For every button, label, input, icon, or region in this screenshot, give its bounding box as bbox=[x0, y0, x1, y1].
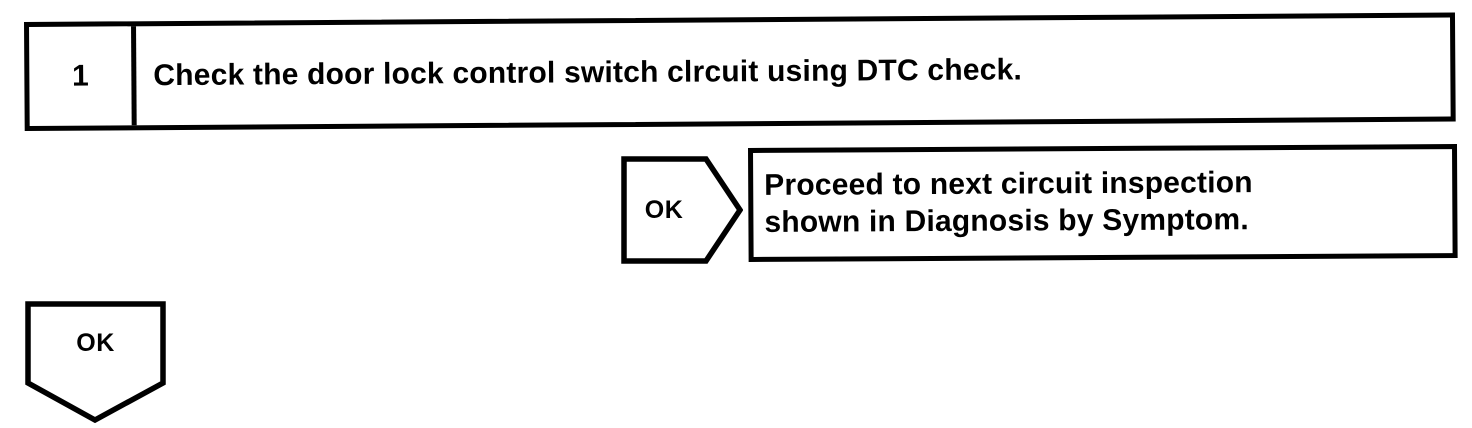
ok-branch-arrow-label: OK bbox=[644, 195, 684, 224]
result-box-line-1: Proceed to next circuit inspection bbox=[764, 166, 1253, 203]
result-box-line-2: shown in Diagnosis by Symptom. bbox=[764, 203, 1249, 239]
ok-branch-arrow: OK bbox=[621, 156, 743, 264]
step-instruction-text: Check the door lock control switch clrcu… bbox=[153, 53, 1023, 93]
step-number-cell: 1 bbox=[29, 26, 137, 126]
ok-continue-marker: OK bbox=[25, 301, 166, 423]
result-box: Proceed to next circuit inspection shown… bbox=[748, 144, 1458, 262]
step-row-1: 1 Check the door lock control switch clr… bbox=[24, 12, 1456, 131]
step-number: 1 bbox=[71, 59, 89, 93]
step-instruction-cell: Check the door lock control switch clrcu… bbox=[136, 18, 1451, 126]
pentagon-arrow-icon bbox=[621, 156, 743, 264]
ok-continue-marker-label: OK bbox=[76, 328, 115, 357]
pentagon-down-icon bbox=[25, 301, 166, 423]
